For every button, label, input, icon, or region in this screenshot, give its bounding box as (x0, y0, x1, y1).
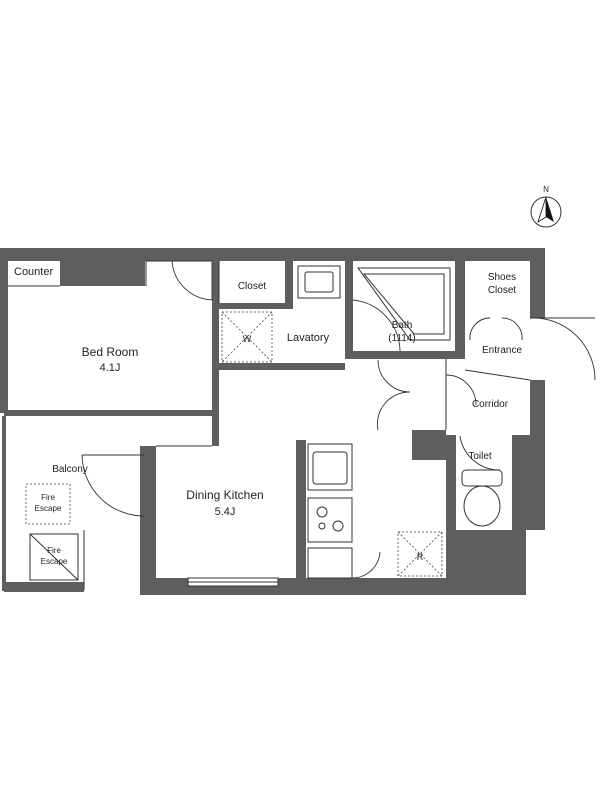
north-arrow-tail-icon (537, 196, 547, 223)
shoes-closet-label-1: Shoes (488, 272, 516, 283)
fire-escape-2-label-1: Fire (47, 546, 61, 555)
wall-balcony-bottom (4, 582, 84, 592)
inner-lines (8, 260, 531, 590)
balcony-label: Balcony (52, 464, 88, 475)
counter-wall (60, 261, 145, 286)
fridge-label: R (417, 552, 424, 562)
counter-label: Counter (14, 266, 53, 278)
wall-bedroom-right (212, 261, 219, 446)
wall-right-toilet (512, 435, 545, 530)
shoes-door-1 (469, 317, 491, 341)
north-label: N (543, 185, 549, 194)
washbasin-bowl (304, 271, 334, 293)
entrance-label: Entrance (482, 345, 522, 356)
dining-kitchen-label: Dining Kitchen (186, 488, 263, 502)
bath-label: Bath (392, 320, 413, 331)
wall-top (0, 248, 545, 261)
entrance-step (464, 369, 531, 381)
doors (81, 260, 596, 587)
wall-left-bedroom (0, 248, 8, 413)
wall-right-lower (530, 380, 545, 435)
wall-bottom-main (140, 578, 446, 595)
wall-lavatory-bottom (219, 363, 345, 370)
bathtub-inner (362, 273, 445, 335)
toilet-label: Toilet (468, 451, 492, 462)
fire-escape-1-label-1: Fire (41, 493, 55, 502)
wall-dk-left (140, 446, 156, 578)
kitchen-sink-icon (312, 451, 348, 485)
wall-sink-bath (345, 261, 353, 351)
wall-bath-bottom (345, 351, 455, 359)
dining-kitchen-size: 5.4J (215, 506, 236, 518)
bath-door-swing (352, 299, 401, 352)
bath-size: (1114) (388, 333, 415, 344)
closet-label: Closet (238, 281, 267, 292)
fire-escape-1-hatch (25, 483, 71, 525)
fixtures (25, 265, 503, 581)
walls (0, 248, 545, 595)
toilet-icon (463, 485, 501, 527)
fire-escape-2-diag (29, 533, 79, 581)
wall-bedroom-bottom (4, 410, 219, 416)
burner-2 (332, 520, 344, 532)
bedroom-door-swing (171, 260, 213, 301)
balcony-door-swing (81, 454, 145, 517)
wall-bath-shoes (455, 261, 465, 359)
wall-closet-bottom (219, 303, 289, 309)
washer-pan-icon (221, 311, 273, 363)
lavatory-door-1 (377, 359, 411, 393)
fire-escape-1-label-2: Escape (35, 504, 62, 513)
corridor-label: Corridor (472, 399, 509, 410)
burner-1 (316, 506, 328, 518)
washer-label: W (243, 334, 252, 344)
wall-bottom-right (446, 530, 526, 595)
corridor-door-swing (445, 374, 477, 406)
stove-icon (307, 497, 353, 543)
wall-closet-sink (285, 261, 293, 309)
toilet-tank (461, 469, 503, 487)
balcony-rail-left (2, 416, 6, 591)
shoes-door-2 (501, 317, 523, 341)
north-arrow: N (530, 185, 562, 228)
kitchen-cabinet (307, 547, 353, 579)
fridge-space-icon (397, 531, 443, 577)
fire-escape-2-label-2: Escape (41, 557, 68, 566)
lavatory-door-2 (377, 391, 411, 431)
storage-door-swing (351, 551, 381, 579)
bedroom-label: Bed Room (82, 345, 139, 359)
wall-kitchen-back (296, 440, 306, 578)
wall-toilet-left (446, 435, 456, 530)
burner-3 (318, 522, 326, 530)
bedroom-size: 4.1J (100, 362, 121, 374)
north-arrow-head-icon (546, 197, 554, 222)
room-labels: Counter Closet Shoes Closet Bed Room 4.1… (14, 266, 522, 566)
wall-right-upper (530, 248, 545, 318)
entrance-door-swing (529, 317, 596, 381)
shoes-closet-label-2: Closet (488, 285, 517, 296)
wall-corridor-left (412, 430, 446, 460)
lavatory-label: Lavatory (287, 332, 330, 344)
